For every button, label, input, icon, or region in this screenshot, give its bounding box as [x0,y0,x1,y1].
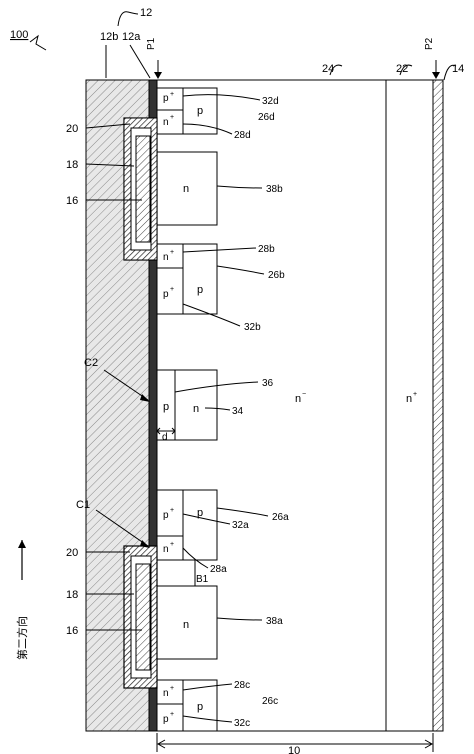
svg-text:+: + [170,249,174,256]
svg-text:12a: 12a [122,31,141,43]
svg-text:+: + [170,541,174,548]
region-26c [182,679,218,732]
svg-text:26b: 26b [268,270,285,281]
region-32a [156,489,184,537]
svg-text:p: p [163,289,169,300]
region-b1 [156,559,196,587]
svg-text:n: n [183,619,189,631]
electrode-14 [432,79,444,732]
region-32c [156,703,184,732]
svg-text:34: 34 [232,406,244,417]
svg-text:n: n [406,393,412,405]
svg-text:+: + [170,286,174,293]
region-labels: p+ n+ p n n+ p+ p p n p+ p n+ n n+ p+ p … [163,91,417,725]
svg-text:26d: 26d [258,112,275,123]
svg-text:+: + [170,114,174,121]
svg-text:38a: 38a [266,616,283,627]
svg-text:32a: 32a [232,520,249,531]
svg-text:+: + [413,391,417,398]
second-direction-indicator: 第二方向 [15,540,29,660]
svg-text:28d: 28d [234,130,251,141]
svg-text:p: p [197,105,203,117]
region-28c [156,679,184,705]
svg-text:n: n [295,393,301,405]
region-26b [182,243,218,315]
svg-text:p: p [197,701,203,713]
svg-text:100: 100 [10,29,28,41]
svg-text:32d: 32d [262,96,279,107]
svg-text:C1: C1 [76,499,90,511]
svg-text:第二方向: 第二方向 [15,616,29,660]
svg-text:B1: B1 [196,574,209,585]
region-28a [156,535,184,561]
region-32b [156,267,184,315]
region-34 [174,369,218,441]
svg-text:p: p [163,401,169,413]
svg-text:18: 18 [66,589,78,601]
svg-text:20: 20 [66,123,78,135]
svg-text:+: + [170,685,174,692]
svg-text:32c: 32c [234,718,250,729]
svg-text:p: p [197,507,203,519]
svg-text:36: 36 [262,378,274,389]
svg-text:26a: 26a [272,512,289,523]
svg-text:n: n [163,117,169,128]
svg-text:+: + [170,711,174,718]
region-26a [182,489,218,561]
region-38a [156,585,218,660]
svg-text:20: 20 [66,547,78,559]
svg-text:p: p [163,714,169,725]
svg-text:38b: 38b [266,184,283,195]
svg-text:−: − [302,391,306,398]
svg-text:P2: P2 [424,37,435,50]
svg-text:+: + [170,91,174,98]
svg-text:d: d [162,432,168,443]
figure-label: 100 [10,29,47,51]
distance-d-indicator [156,427,176,435]
svg-text:P1: P1 [146,37,157,50]
svg-text:p: p [197,284,203,296]
svg-text:n: n [163,688,169,699]
svg-text:28a: 28a [210,564,227,575]
gate-structure-top [123,117,158,261]
svg-text:28b: 28b [258,244,275,255]
svg-text:12: 12 [140,7,152,19]
svg-text:28c: 28c [234,680,250,691]
svg-text:12b: 12b [100,31,118,43]
svg-text:p: p [163,510,169,521]
svg-text:18: 18 [66,159,78,171]
svg-text:n: n [163,252,169,263]
svg-text:n: n [183,183,189,195]
reference-labels: 12b 12a 12 P1 24 22 P2 14 20 18 16 32d 2… [66,7,464,754]
svg-text:+: + [170,507,174,514]
svg-text:26c: 26c [262,696,278,707]
svg-text:16: 16 [66,625,78,637]
svg-text:n: n [193,403,199,415]
svg-text:n: n [163,544,169,555]
region-28b [156,243,184,269]
gate-structure-bottom [123,545,158,689]
svg-text:10: 10 [288,745,300,754]
svg-text:C2: C2 [84,357,98,369]
svg-text:p: p [163,93,169,104]
svg-text:32b: 32b [244,322,261,333]
svg-text:16: 16 [66,195,78,207]
